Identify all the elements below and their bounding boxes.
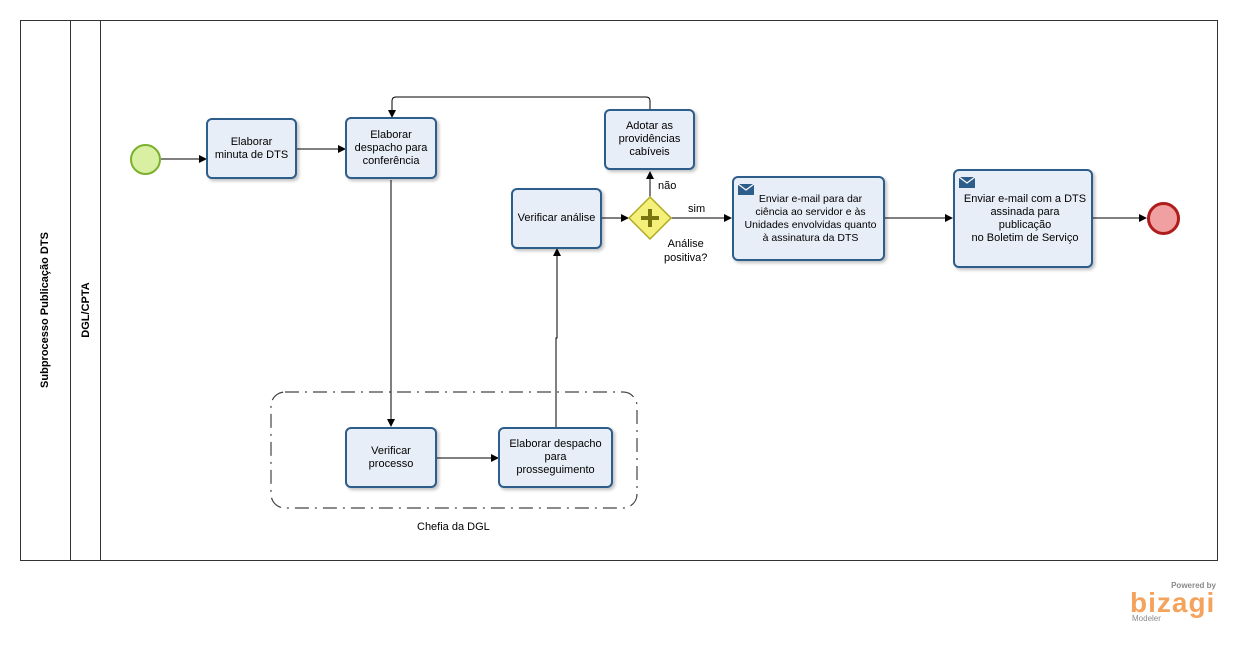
task-elaborar-despacho-conferencia[interactable]: Elaborar despacho para conferência	[345, 117, 437, 179]
brand-text: bizagi	[1130, 587, 1216, 618]
plus-icon	[641, 209, 659, 227]
task-label: Elaborar minuta de DTS	[214, 135, 289, 161]
end-event[interactable]	[1147, 202, 1180, 235]
powered-by-text: Powered by	[1171, 581, 1216, 590]
parallel-gateway[interactable]	[627, 195, 673, 241]
group-frame	[270, 391, 638, 509]
task-label: Adotar as providências cabíveis	[618, 120, 681, 158]
task-label: Verificar análise	[517, 212, 596, 224]
pool-header: Subprocesso Publicação DTS	[20, 20, 71, 561]
flow-label-sim: sim	[688, 203, 706, 215]
group-label: Chefia da DGL	[417, 521, 490, 533]
envelope-icon	[959, 177, 975, 188]
task-label: Enviar e-mail com a DTS assinada para pu…	[963, 192, 1087, 244]
task-verificar-analise[interactable]: Verificar análise	[511, 188, 602, 249]
task-elaborar-minuta[interactable]: Elaborar minuta de DTS	[206, 118, 297, 179]
task-elaborar-despacho-prosseguimento[interactable]: Elaborar despacho para prosseguimento	[498, 427, 613, 488]
task-label: Elaborar despacho para prosseguimento	[509, 438, 602, 476]
gateway-label: Análise positiva?	[664, 238, 708, 264]
task-label: Enviar e-mail para dar ciência ao servid…	[744, 192, 877, 244]
product-text: Modeler	[1132, 614, 1161, 623]
start-event[interactable]	[130, 144, 161, 175]
task-label: Elaborar despacho para conferência	[354, 128, 428, 167]
flow-label-nao: não	[658, 180, 677, 192]
envelope-icon	[738, 184, 754, 195]
flow-providencias-to-despacho	[388, 96, 651, 118]
flow-prosseguimento-to-verificar-analise	[553, 248, 561, 427]
pool-frame	[20, 20, 1218, 561]
lane-header: DGL/CPTA	[71, 20, 101, 561]
bizagi-logo: Powered by bizagi Modeler	[1128, 581, 1220, 625]
task-label: Verificar processo	[368, 444, 414, 470]
task-enviar-email-boletim[interactable]: Enviar e-mail com a DTS assinada para pu…	[953, 169, 1093, 268]
task-verificar-processo[interactable]: Verificar processo	[345, 427, 437, 488]
task-adotar-providencias[interactable]: Adotar as providências cabíveis	[604, 109, 695, 170]
task-enviar-email-ciencia[interactable]: Enviar e-mail para dar ciência ao servid…	[732, 176, 885, 261]
